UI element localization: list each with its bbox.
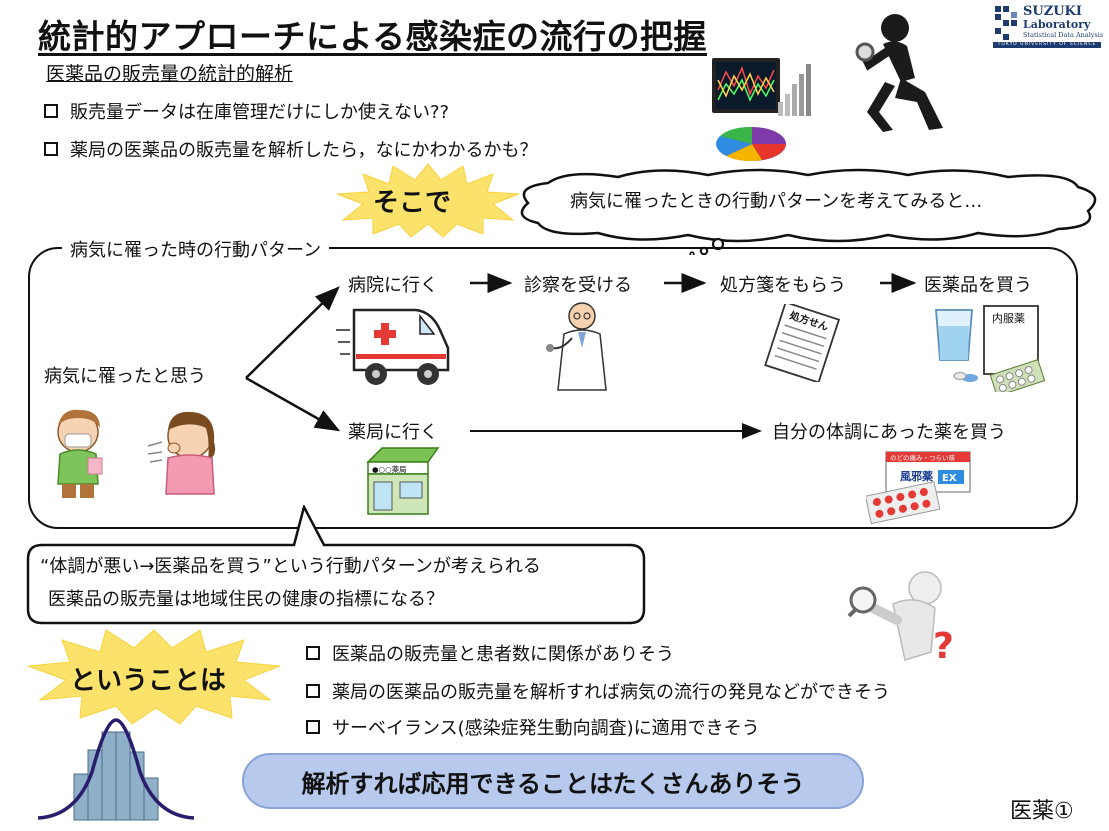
checkbox-square-icon	[306, 646, 320, 660]
bottom-bullet-2: 薬局の医薬品の販売量を解析すれば病気の流行の発見などができそう	[306, 678, 890, 704]
node-buy-medicine: 医薬品を買う	[924, 275, 1032, 296]
bottom-bullet-1-text: 医薬品の販売量と患者数に関係がありそう	[332, 644, 674, 665]
doctor-icon	[546, 302, 607, 391]
node-hospital: 病院に行く	[348, 275, 438, 296]
speech-callout	[26, 505, 646, 625]
sick-boy-icon	[57, 409, 103, 498]
bottom-bullet-2-text: 薬局の医薬品の販売量を解析すれば病気の流行の発見などができそう	[332, 682, 890, 703]
chart-monitor-icon	[712, 58, 811, 162]
page-title: 統計的アプローチによる感染症の流行の把握	[38, 17, 708, 56]
behavior-panel	[28, 247, 1078, 529]
toiukotowa-label: ということは	[70, 666, 227, 696]
node-pharmacy: 薬局に行く	[348, 422, 438, 443]
node-prescription: 処方箋をもらう	[720, 275, 846, 296]
box-top-label: のどの痛み・つらい咳	[890, 453, 956, 462]
callout-line-2: 医薬品の販売量は地域住民の健康の指標になる？	[48, 589, 444, 610]
lab-logo: SUZUKI Laboratory Statistical Data Analy…	[993, 4, 1104, 48]
start-node: 病気に罹ったと思う	[44, 366, 206, 387]
ambulance-icon	[336, 308, 450, 385]
slide-footer: 医薬①	[1010, 799, 1074, 824]
sokode-label: そこで	[373, 188, 452, 218]
bottom-bullet-3-text: サーベイランス(感染症発生動向調査)に適用できそう	[332, 718, 760, 739]
histogram-curve-icon	[37, 718, 195, 821]
top-bullet-2: 薬局の医薬品の販売量を解析したら，なにかわかるかも？	[44, 136, 537, 162]
thought-cloud	[520, 168, 1097, 255]
prescription-icon: 処方せん	[764, 304, 841, 382]
logo-tagline: Statistical Data Analysis	[1023, 31, 1104, 39]
node-buy-own-medicine: 自分の体調にあった薬を買う	[772, 422, 1006, 443]
box-ex-label: EX	[942, 473, 957, 484]
logo-mark-icon	[995, 6, 1017, 40]
top-bullet-2-text: 薬局の医薬品の販売量を解析したら，なにかわかるかも？	[70, 140, 538, 161]
coughing-girl-icon	[147, 411, 216, 495]
pharmacy-sign: ●○○薬局	[372, 464, 407, 474]
conclusion-banner: 解析すれば応用できることはたくさんありそう	[242, 753, 864, 809]
medicine-icon: 内服薬	[935, 305, 1046, 392]
logo-name: SUZUKI	[1023, 4, 1082, 19]
svg-text:?: ?	[933, 626, 954, 664]
checkbox-square-icon	[44, 104, 58, 118]
logo-university: TOKYO UNIVERSITY OF SCIENCE	[993, 42, 1101, 48]
top-bullet-1: 販売量データは在庫管理だけにしか使えない??	[44, 98, 449, 124]
search-figure-icon	[855, 14, 943, 132]
checkbox-square-icon	[306, 684, 320, 698]
checkbox-square-icon	[306, 720, 320, 734]
page-subtitle: 医薬品の販売量の統計的解析	[46, 63, 294, 85]
starburst-sokode	[336, 163, 520, 238]
behavior-panel-label: 病気に罹った時の行動パターン	[62, 236, 330, 262]
cold-medicine-box-icon: のどの痛み・つらい咳 風邪薬 EX	[866, 451, 971, 525]
pharmacy-store-icon: ●○○薬局	[366, 447, 440, 515]
checkbox-square-icon	[44, 142, 58, 156]
bottom-bullet-1: 医薬品の販売量と患者数に関係がありそう	[306, 640, 674, 666]
logo-subname: Laboratory	[1023, 18, 1091, 31]
box-label: 風邪薬	[900, 469, 934, 483]
medicine-bag-label: 内服薬	[992, 311, 1025, 325]
starburst-toiukotowa	[27, 629, 281, 725]
top-bullet-1-text: 販売量データは在庫管理だけにしか使えない??	[70, 102, 450, 123]
bottom-bullet-3: サーベイランス(感染症発生動向調査)に適用できそう	[306, 714, 760, 740]
thought-cloud-text: 病気に罹ったときの行動パターンを考えてみると…	[570, 191, 983, 212]
callout-line-1: “体調が悪い→医薬品を買う”という行動パターンが考えられる	[40, 556, 541, 577]
node-examination: 診察を受ける	[524, 275, 632, 296]
thinking-figure-icon: ?	[847, 571, 954, 664]
